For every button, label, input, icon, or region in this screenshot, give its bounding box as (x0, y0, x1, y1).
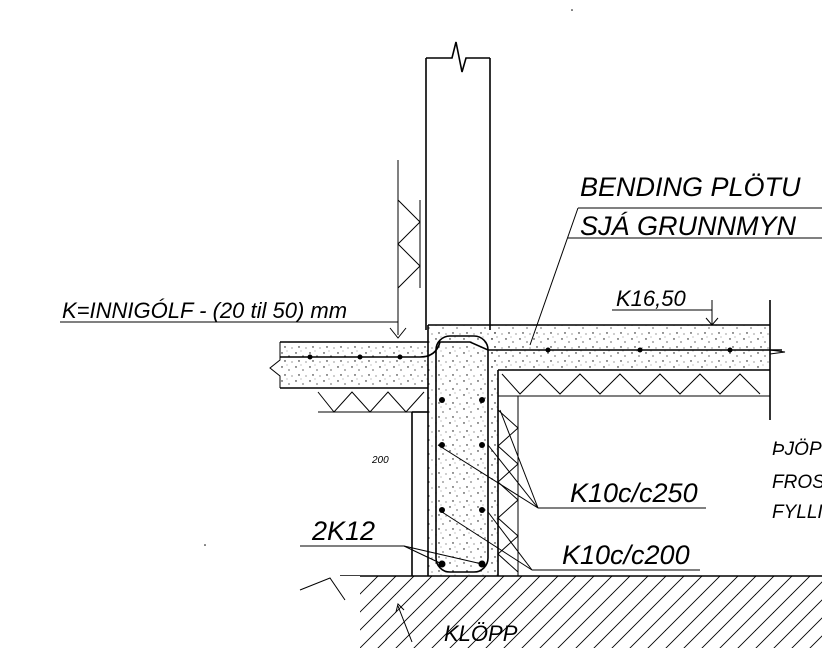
label-right-text-1: ÞJÖP (772, 439, 822, 460)
label-sja-grunnmyn: SJÁ GRUNNMYN (580, 211, 797, 241)
wall-above (397, 41, 491, 330)
label-rebar-k10c250: K10c/c250 (570, 478, 698, 508)
label-floor-level: K=INNIGÓLF - (20 til 50) mm (62, 298, 347, 323)
bedrock-ground (299, 575, 822, 648)
slab-left (269, 341, 428, 413)
label-level-k1650: K16,50 (616, 286, 686, 311)
slab-rebar (280, 341, 782, 360)
label-dim-200: 200 (371, 455, 389, 466)
label-bending-plotu: BENDING PLÖTU (580, 172, 801, 202)
leader-lines (60, 207, 822, 643)
slab-right (428, 300, 786, 420)
label-right-text-3: FYLLI (772, 502, 822, 523)
label-right-text-2: FROS (772, 472, 822, 493)
label-rebar-k10c200: K10c/c200 (562, 540, 690, 570)
label-rebar-2k12: 2K12 (311, 516, 375, 546)
foundation-beam (411, 325, 519, 576)
label-klopp: KLÖPP (444, 621, 518, 646)
